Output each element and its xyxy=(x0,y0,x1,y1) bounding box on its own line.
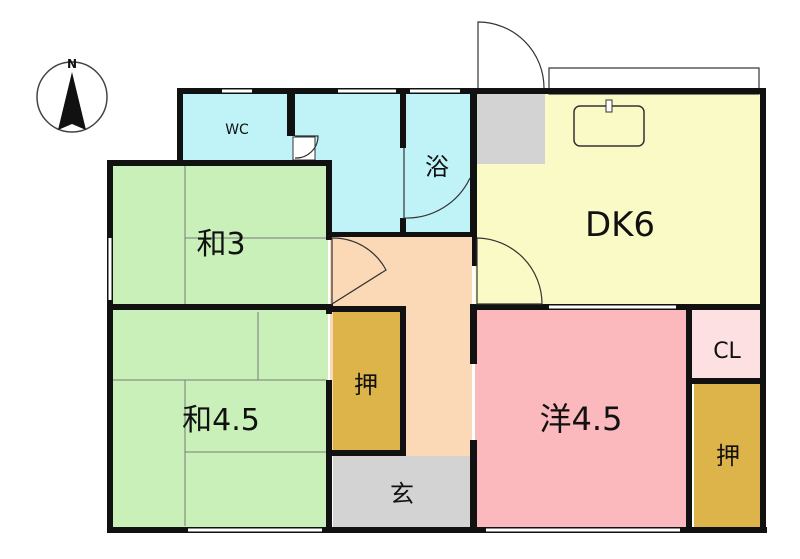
wc-fill xyxy=(180,92,294,160)
bath-door-swing xyxy=(403,148,471,219)
faucet xyxy=(605,99,613,113)
compass: N xyxy=(36,57,108,133)
genkan-fill xyxy=(333,456,472,528)
doors-windows xyxy=(108,21,680,532)
cl-label: CL xyxy=(713,339,741,364)
north-arrow-icon xyxy=(58,72,86,130)
washitsu3-door-swing xyxy=(331,237,387,306)
wc-label: WC xyxy=(225,122,249,138)
walls xyxy=(107,88,767,533)
oshiire-left-label: 押 xyxy=(354,371,378,399)
washitsu3-fill xyxy=(110,163,328,307)
cl-fill xyxy=(690,310,763,380)
youshitsu-fill xyxy=(475,310,689,528)
oshiire-right-fill xyxy=(694,384,763,528)
kitchen-counter-grey xyxy=(475,94,545,164)
genkan-label: 玄 xyxy=(390,480,414,508)
compass-north-label: N xyxy=(67,57,77,71)
bath-label: 浴 xyxy=(425,153,449,181)
washitsu3-label: 和3 xyxy=(196,227,245,262)
youshitsu-label: 洋4.5 xyxy=(540,400,623,438)
oshiire-left-fill xyxy=(333,312,401,452)
room-fills xyxy=(110,92,763,528)
entry-door-swing xyxy=(477,21,545,89)
washitsu45-fill xyxy=(110,310,328,528)
tatami-lines xyxy=(112,166,326,526)
washitsu45-label: 和4.5 xyxy=(182,403,260,438)
room-labels: WC 浴 DK6 和3 和4.5 押 玄 洋4.5 CL 押 xyxy=(182,122,741,508)
dk-label: DK6 xyxy=(585,205,655,245)
dk-door-swing xyxy=(476,237,543,305)
oshiire-right-label: 押 xyxy=(716,442,740,470)
wc-door-swing xyxy=(294,135,319,159)
